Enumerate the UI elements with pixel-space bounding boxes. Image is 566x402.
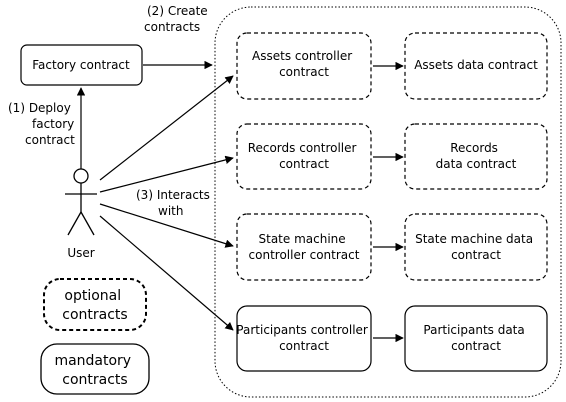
edge-user-to-records-controller xyxy=(99,155,234,193)
state-machine-data-node: State machine data contract xyxy=(404,213,548,281)
participants-data-label-line2: contract xyxy=(451,339,501,353)
factory-contract-label: Factory contract xyxy=(32,58,130,72)
edge-user-to-participants-controller xyxy=(99,215,234,331)
factory-contract-node: Factory contract xyxy=(20,44,143,86)
state-machine-controller-node: State machine controller contract xyxy=(236,213,372,281)
participants-controller-label-line1: Participants controller xyxy=(236,323,368,337)
assets-controller-node: Assets controller contract xyxy=(236,32,372,100)
user-label: User xyxy=(67,246,94,260)
legend-mandatory-line1: mandatory xyxy=(54,353,131,369)
state-machine-controller-label-line2: controller contract xyxy=(249,248,360,262)
svg-text:Assets controller contra: Assets controller contract xyxy=(252,49,356,79)
participants-data-node: Participants data contract xyxy=(404,305,548,372)
records-controller-label-line1: Records controller xyxy=(248,141,357,155)
participants-controller-node: Participants controller contract xyxy=(236,305,372,372)
assets-data-node: Assets data contract xyxy=(404,32,548,100)
svg-text:Assets data contract: Assets data contract xyxy=(414,58,538,72)
records-data-label-line2: data contract xyxy=(436,157,517,171)
legend-mandatory-line2: contracts xyxy=(62,372,127,388)
deploy-label-line3: contract xyxy=(25,133,75,147)
legend-optional-line1: optional xyxy=(64,288,121,304)
svg-text:mandatory contracts: mandatory contracts xyxy=(54,353,135,388)
svg-text:(2) Create contracts: (2) Create contracts xyxy=(144,4,212,34)
edge-user-to-assets-controller xyxy=(99,75,234,181)
assets-controller-label-line2: contract xyxy=(279,65,329,79)
svg-text:Records controller contr: Records controller contract xyxy=(248,141,361,171)
legend-optional: optional contracts xyxy=(43,278,147,331)
legend-optional-line2: contracts xyxy=(62,307,127,323)
records-controller-node: Records controller contract xyxy=(236,123,372,190)
participants-data-label-line1: Participants data xyxy=(423,323,524,337)
assets-controller-label-line1: Assets controller xyxy=(252,49,352,63)
svg-text:optional contracts: optional contracts xyxy=(62,288,127,323)
legend-mandatory: mandatory contracts xyxy=(40,343,150,395)
svg-text:Participants data contra: Participants data contract xyxy=(423,323,528,353)
state-machine-data-label-line2: contract xyxy=(451,248,501,262)
interacts-label-line1: (3) Interacts xyxy=(136,188,210,202)
svg-text:Factory contract: Factory contract xyxy=(32,58,130,72)
state-machine-controller-label-line1: State machine xyxy=(259,232,346,246)
create-label-line1: (2) Create xyxy=(147,4,208,18)
svg-text:User: User xyxy=(67,246,94,260)
create-label-line2: contracts xyxy=(144,20,200,34)
svg-text:(3) Interacts with: (3) Interacts with xyxy=(136,188,214,218)
svg-text:State machine controller: State machine controller contract xyxy=(249,232,360,262)
assets-data-label: Assets data contract xyxy=(414,58,538,72)
records-controller-label-line2: contract xyxy=(279,157,329,171)
records-data-node: Records data contract xyxy=(404,123,548,190)
user-actor-icon xyxy=(65,168,97,236)
edge-user-to-state-controller xyxy=(99,203,234,248)
interacts-label-line2: with xyxy=(158,204,183,218)
svg-text:Participants controller: Participants controller contract xyxy=(236,323,371,353)
deploy-label-line2: factory xyxy=(32,117,74,131)
svg-text:(1) Deploy factory con: (1) Deploy factory contract xyxy=(8,101,78,147)
svg-text:Records data contract: Records data contract xyxy=(436,141,517,171)
svg-text:State machine data contr: State machine data contract xyxy=(415,232,537,262)
participants-controller-label-line2: contract xyxy=(279,339,329,353)
contracts-container xyxy=(214,6,562,398)
deploy-label-line1: (1) Deploy xyxy=(8,101,71,115)
state-machine-data-label-line1: State machine data xyxy=(415,232,533,246)
records-data-label-line1: Records xyxy=(450,141,498,155)
